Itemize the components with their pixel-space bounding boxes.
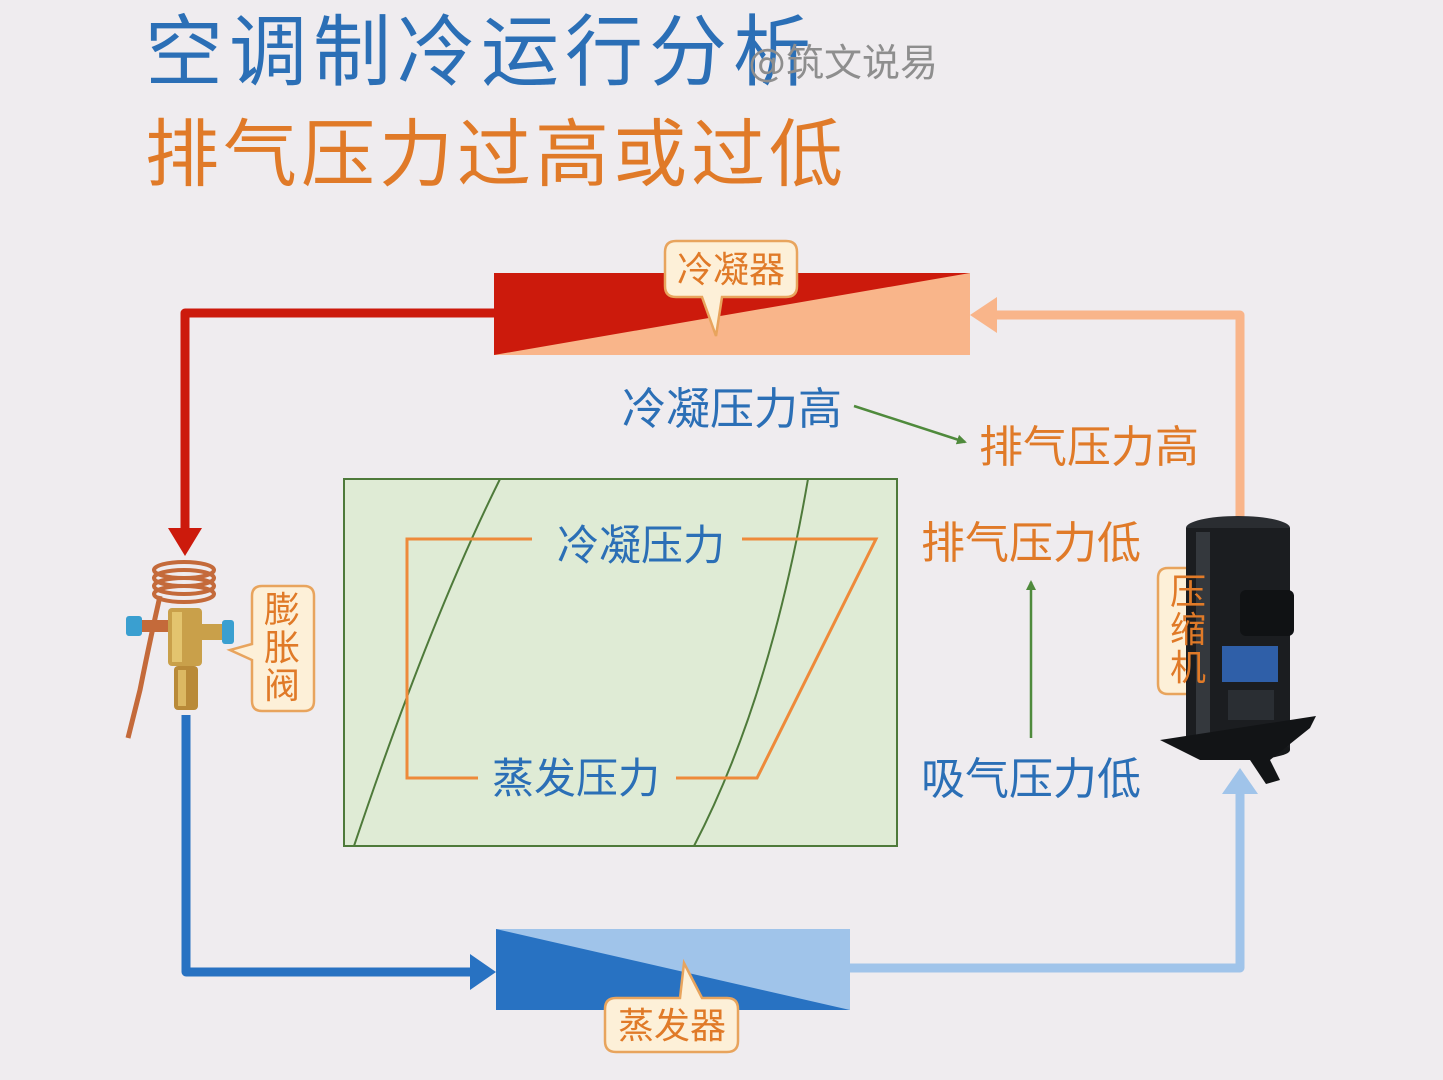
condensing-pressure-label: 冷凝压力 (557, 521, 725, 570)
expansion-valve-label: 膨胀阀 (263, 590, 300, 707)
compressor-label: 压缩机 (1169, 572, 1206, 689)
suction-pressure-low-label: 吸气压力低 (921, 754, 1141, 805)
author-handle: @筑文说易 (748, 41, 939, 85)
discharge-pressure-low-label: 排气压力低 (921, 518, 1141, 569)
liquid-line-pipe (180, 308, 494, 530)
page-title: 空调制冷运行分析 (145, 8, 818, 98)
expansion-valve-image (125, 560, 234, 739)
condensing-pressure-high-label: 冷凝压力高 (622, 384, 842, 435)
evaporator-inlet-pipe (181, 715, 472, 977)
evaporator-callout (603, 958, 740, 1054)
page-subtitle: 排气压力过高或过低 (145, 112, 847, 198)
discharge-line-pipe (995, 310, 1245, 540)
discharge-pressure-high-label: 排气压力高 (979, 422, 1199, 473)
expansion-valve-callout (226, 584, 316, 713)
discharge-line-arrow (970, 297, 997, 333)
evaporator-bar (496, 929, 850, 1010)
evaporator-label: 蒸发器 (618, 1006, 726, 1047)
cause-arrow-horizontal (853, 404, 967, 445)
condenser-label: 冷凝器 (677, 250, 785, 291)
ph-chart (343, 478, 898, 847)
suction-line-arrow (1222, 768, 1258, 794)
saturated-vapor-curve (693, 479, 809, 846)
cycle-evaporating-line-right (676, 537, 879, 780)
suction-line-pipe (850, 790, 1245, 973)
cycle-condensing-line-left (405, 537, 532, 780)
evaporator-inlet-arrow (470, 954, 496, 990)
liquid-line-arrow (168, 528, 202, 556)
saturated-liquid-curve (353, 479, 501, 846)
condenser-callout (663, 239, 799, 337)
evaporating-pressure-label: 蒸发压力 (492, 754, 660, 803)
compressor-image (1160, 516, 1316, 784)
